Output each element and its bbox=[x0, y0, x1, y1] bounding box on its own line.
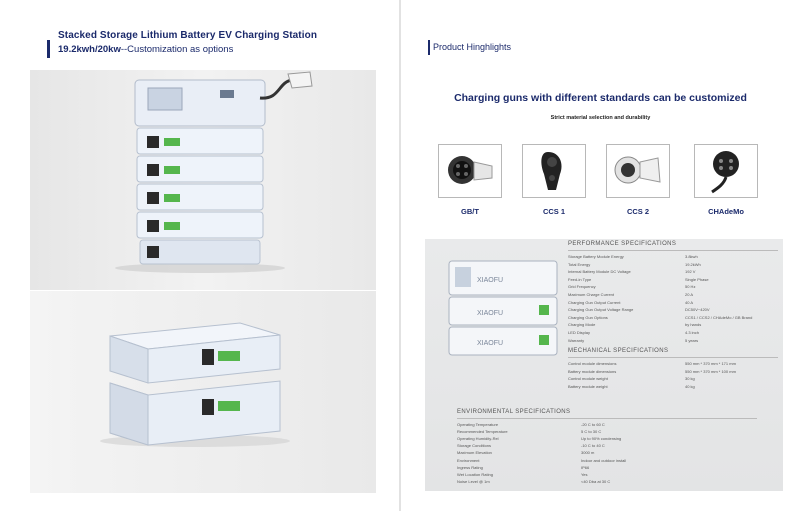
spec-key: Control module weight bbox=[568, 376, 608, 382]
spec-value: DC50V~420V bbox=[685, 307, 710, 313]
spec-value: 192 V bbox=[685, 269, 696, 275]
spec-key: Warranty bbox=[568, 337, 585, 343]
spec-panel: XIAOFU XIAOFU XIAOFU PERFORMANCE SPECIFI… bbox=[425, 239, 783, 491]
spec-key: Charging Gun Options bbox=[568, 314, 608, 320]
page-gutter bbox=[399, 0, 401, 511]
spec-key: Operating Humidity-Rel bbox=[457, 436, 499, 442]
spec-key: Wet Location Rating bbox=[457, 471, 493, 477]
gun-card-gbt bbox=[438, 144, 502, 198]
environmental-heading: ENVIRONMENTAL SPECIFICATIONS bbox=[457, 409, 571, 415]
gun-card-chademo bbox=[694, 144, 758, 198]
spec-key: Storage Conditions bbox=[457, 443, 492, 449]
chademo-plug-icon bbox=[711, 151, 739, 194]
guns-subheading: Strict material selection and durability bbox=[550, 115, 651, 121]
spec-key: Noise Level @ 1m bbox=[457, 478, 490, 484]
spec-key: Storage Battery Module Energy bbox=[568, 254, 624, 259]
page-subtitle: 19.2kwh/20kw--Customization as options bbox=[58, 44, 233, 55]
ccs2-plug-icon bbox=[614, 156, 661, 184]
spec-value: 40 A bbox=[685, 299, 694, 305]
spec-key: Grid Frequency bbox=[568, 284, 596, 290]
performance-heading: PERFORMANCE SPECIFICATIONS bbox=[568, 241, 677, 247]
spec-key: LED Display bbox=[568, 330, 591, 335]
spec-value: <40 Dba at 30 C bbox=[581, 478, 611, 484]
spec-value: CCS1 / CCS2 / CHAdeMo / GB Brand bbox=[685, 314, 753, 320]
spec-value: 40 kg bbox=[685, 383, 695, 389]
spec-key: Charging Mode bbox=[568, 322, 596, 328]
spec-value: 50 Hz bbox=[685, 284, 696, 290]
spec-key: Internal Battery Module DC Voltage bbox=[568, 269, 631, 275]
spec-value: Indoor and outdoor install bbox=[581, 457, 627, 463]
spec-key: Recommended Temperature bbox=[457, 429, 508, 435]
mechanical-heading: MECHANICAL SPECIFICATIONS bbox=[568, 348, 669, 354]
stacked-battery-illustration bbox=[115, 71, 313, 273]
spec-value: 30 kg bbox=[685, 376, 695, 382]
spec-key: Charging Gun Output Voltage Range bbox=[568, 307, 634, 313]
spec-key: Operating Temperature bbox=[457, 422, 499, 427]
spec-key: Maximum Elevation bbox=[457, 450, 492, 456]
spec-key: Charging Gun Output Current bbox=[568, 299, 621, 305]
spec-value: 3000 m bbox=[581, 450, 595, 456]
brand-logo-3: XIAOFU bbox=[477, 340, 503, 347]
product-render: XIAOFU XIAOFU XIAOFU bbox=[448, 260, 558, 356]
spec-value: by hands bbox=[685, 322, 702, 328]
spec-value: Yes bbox=[581, 471, 588, 477]
spec-value: Single Phase bbox=[685, 276, 709, 282]
battery-modules-photo bbox=[30, 291, 376, 493]
spec-key: Battery module weight bbox=[568, 383, 608, 389]
spec-key: Maximum Charge Current bbox=[568, 292, 615, 297]
spec-value: 4.3 inch bbox=[685, 330, 700, 335]
stacked-battery-photo bbox=[30, 70, 376, 290]
gun-label-chademo: CHAdeMo bbox=[708, 207, 744, 216]
spec-key: Battery module dimensions bbox=[568, 368, 617, 374]
gun-card-ccs2 bbox=[606, 144, 670, 198]
gun-label-gbt: GB/T bbox=[461, 207, 479, 216]
spec-value: 20 A bbox=[685, 292, 694, 297]
spec-key: Feed-in Type bbox=[568, 276, 592, 282]
spec-value: Up to 90% condensing bbox=[581, 436, 622, 442]
spec-value: 5 years bbox=[685, 337, 699, 343]
gun-card-ccs1 bbox=[522, 144, 586, 198]
spec-key: Total Energy bbox=[568, 261, 591, 267]
guns-heading: Charging guns with different standards c… bbox=[454, 92, 747, 104]
right-page: Product Hinghlights Charging guns with d… bbox=[401, 0, 800, 511]
gun-label-ccs2: CCS 2 bbox=[626, 207, 650, 216]
gun-label-ccs1: CCS 1 bbox=[542, 207, 566, 216]
gbt-plug-icon bbox=[448, 156, 493, 184]
spec-value: 19.2kWh bbox=[685, 261, 701, 267]
environmental-divider bbox=[457, 418, 757, 419]
left-page: Stacked Storage Lithium Battery EV Charg… bbox=[0, 0, 399, 511]
mechanical-divider bbox=[568, 357, 778, 358]
customization-label: --Customization as options bbox=[120, 44, 234, 55]
page-title: Stacked Storage Lithium Battery EV Charg… bbox=[58, 30, 318, 41]
brand-logo-2: XIAOFU bbox=[477, 310, 503, 317]
spec-value: -10 C to 40 C bbox=[581, 443, 605, 449]
spec-value: 3.8kwh bbox=[685, 254, 698, 259]
highlights-accent-bar bbox=[428, 40, 430, 55]
capacity-label: 19.2kwh/20kw bbox=[58, 44, 121, 55]
spec-key: Control module dimensions bbox=[568, 361, 617, 366]
spec-value: 5 C to 30 C bbox=[581, 429, 602, 435]
spec-value: IP66 bbox=[581, 464, 590, 470]
spec-key: Ingress Rating bbox=[457, 464, 483, 470]
spec-value: -20 C to 60 C bbox=[581, 422, 605, 427]
brand-logo: XIAOFU bbox=[477, 277, 503, 284]
spec-value: 550 mm * 370 mm * 171 mm bbox=[685, 361, 736, 366]
ccs1-plug-icon bbox=[541, 152, 562, 190]
performance-divider bbox=[568, 250, 778, 251]
battery-modules-illustration bbox=[100, 322, 290, 447]
highlights-title: Product Hinghlights bbox=[433, 42, 512, 52]
spec-key: Environment bbox=[457, 457, 480, 463]
title-accent-bar bbox=[47, 40, 50, 58]
spec-value: 550 mm * 370 mm * 100 mm bbox=[685, 368, 736, 374]
